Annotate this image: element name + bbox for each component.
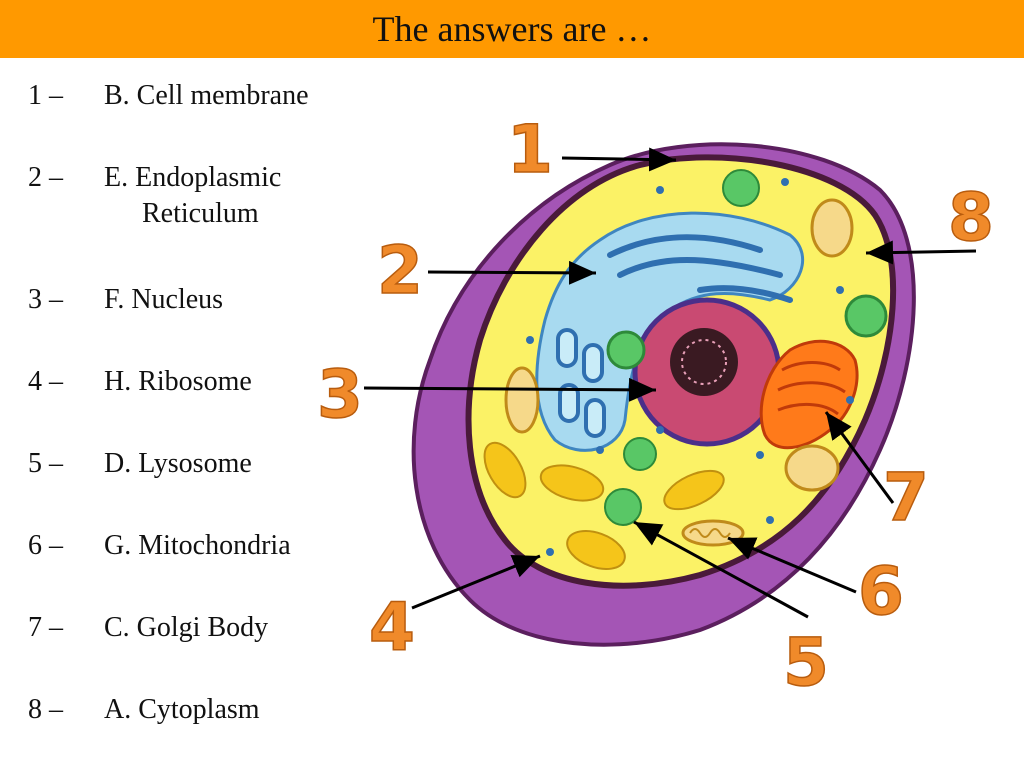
- nucleolus: [670, 328, 738, 396]
- answer-item: 6 – G. Mitochondria: [28, 528, 378, 610]
- callout-6: 6: [858, 553, 904, 630]
- answer-text: A. Cytoplasm: [104, 694, 260, 725]
- callout-2: 2: [377, 232, 423, 309]
- answer-number: 3 –: [28, 284, 63, 315]
- answer-item: 3 – F. Nucleus: [28, 282, 378, 364]
- cell-diagram: 1 2 3 4 5 6 7 8: [316, 110, 994, 702]
- answer-text: G. Mitochondria: [104, 530, 291, 561]
- chromatin: [681, 339, 727, 385]
- golgi-folds: [777, 361, 846, 416]
- er-vesicle: [556, 328, 578, 368]
- answer-number: 4 –: [28, 366, 63, 397]
- lysosome: [606, 330, 646, 370]
- arrow-4: [411, 554, 541, 610]
- er-vesicle: [558, 383, 580, 423]
- answer-item: 4 – H. Ribosome: [28, 364, 378, 446]
- answer-text: B. Cell membrane: [104, 80, 309, 111]
- er-channel: [607, 234, 763, 258]
- arrow-6: [727, 536, 857, 594]
- er-channel: [697, 285, 793, 303]
- arrow-2: [427, 260, 597, 285]
- lysosome: [604, 488, 642, 526]
- answer-text-line2: Reticulum: [142, 198, 259, 229]
- er-vesicle: [584, 398, 606, 438]
- callout-5: 5: [783, 624, 829, 701]
- answer-number: 7 –: [28, 612, 63, 643]
- arrows: [363, 147, 977, 619]
- vacuole: [483, 441, 527, 499]
- answer-text: C. Golgi Body: [104, 612, 269, 643]
- answer-number: 1 –: [28, 80, 63, 111]
- answer-item: 5 – D. Lysosome: [28, 446, 378, 528]
- arrow-8: [865, 240, 977, 265]
- arrow-7: [824, 411, 895, 504]
- answer-text: D. Lysosome: [104, 448, 252, 479]
- answer-number: 8 –: [28, 694, 63, 725]
- title-bar: The answers are …: [0, 0, 1024, 58]
- answer-number: 5 –: [28, 448, 63, 479]
- callout-8: 8: [948, 179, 994, 256]
- lysosome: [844, 294, 888, 338]
- answer-number: 6 –: [28, 530, 63, 561]
- er-channel: [617, 257, 783, 278]
- answer-item: 7 – C. Golgi Body: [28, 610, 378, 692]
- mitochondrion: [504, 366, 540, 434]
- er-vesicle: [582, 343, 604, 383]
- answer-number: 2 –: [28, 162, 63, 193]
- vacuole: [566, 530, 626, 570]
- mitochondrion-cristae: [689, 528, 731, 538]
- answer-text-line1: E. Endoplasmic: [104, 162, 282, 193]
- arrow-5: [633, 520, 809, 619]
- mitochondrion: [784, 444, 840, 492]
- callout-4: 4: [369, 589, 415, 666]
- answer-text: H. Ribosome: [104, 366, 252, 397]
- callout-7: 7: [883, 459, 929, 536]
- vacuole: [539, 464, 605, 502]
- lysosome: [722, 169, 760, 207]
- answer-text: F. Nucleus: [104, 284, 224, 315]
- lysosome: [623, 437, 657, 471]
- answer-item: 8 – A. Cytoplasm: [28, 692, 378, 774]
- page-title: The answers are …: [372, 9, 652, 49]
- arrow-1: [561, 147, 677, 172]
- answer-item: 1 – B. Cell membrane: [28, 78, 378, 160]
- callout-1: 1: [507, 111, 553, 188]
- arrow-3: [363, 377, 657, 402]
- ribosomes: [526, 178, 854, 556]
- callout-3: 3: [317, 356, 363, 433]
- vacuole: [663, 469, 725, 511]
- mitochondrion: [810, 198, 854, 258]
